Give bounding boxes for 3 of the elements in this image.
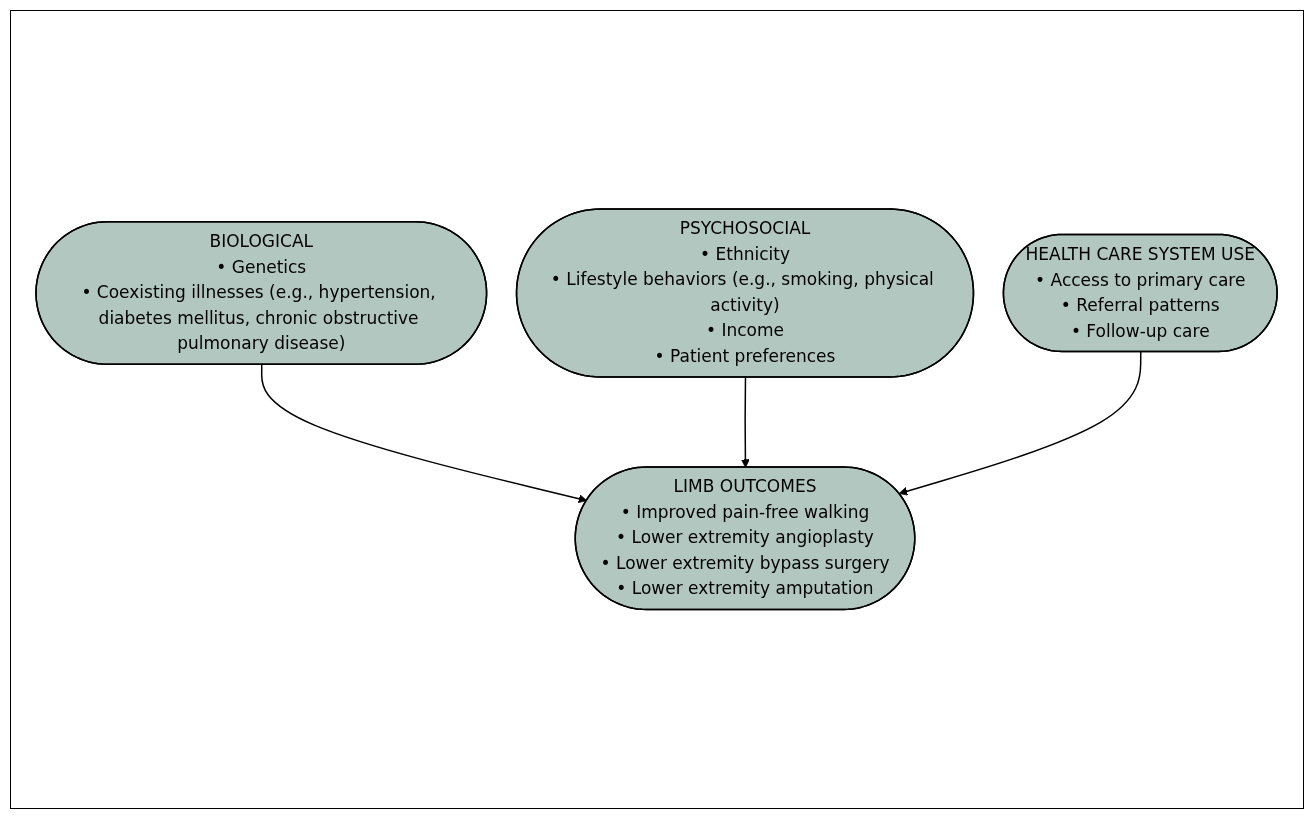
arrow <box>741 377 751 469</box>
arrow <box>899 351 1142 496</box>
arrow <box>261 364 588 504</box>
